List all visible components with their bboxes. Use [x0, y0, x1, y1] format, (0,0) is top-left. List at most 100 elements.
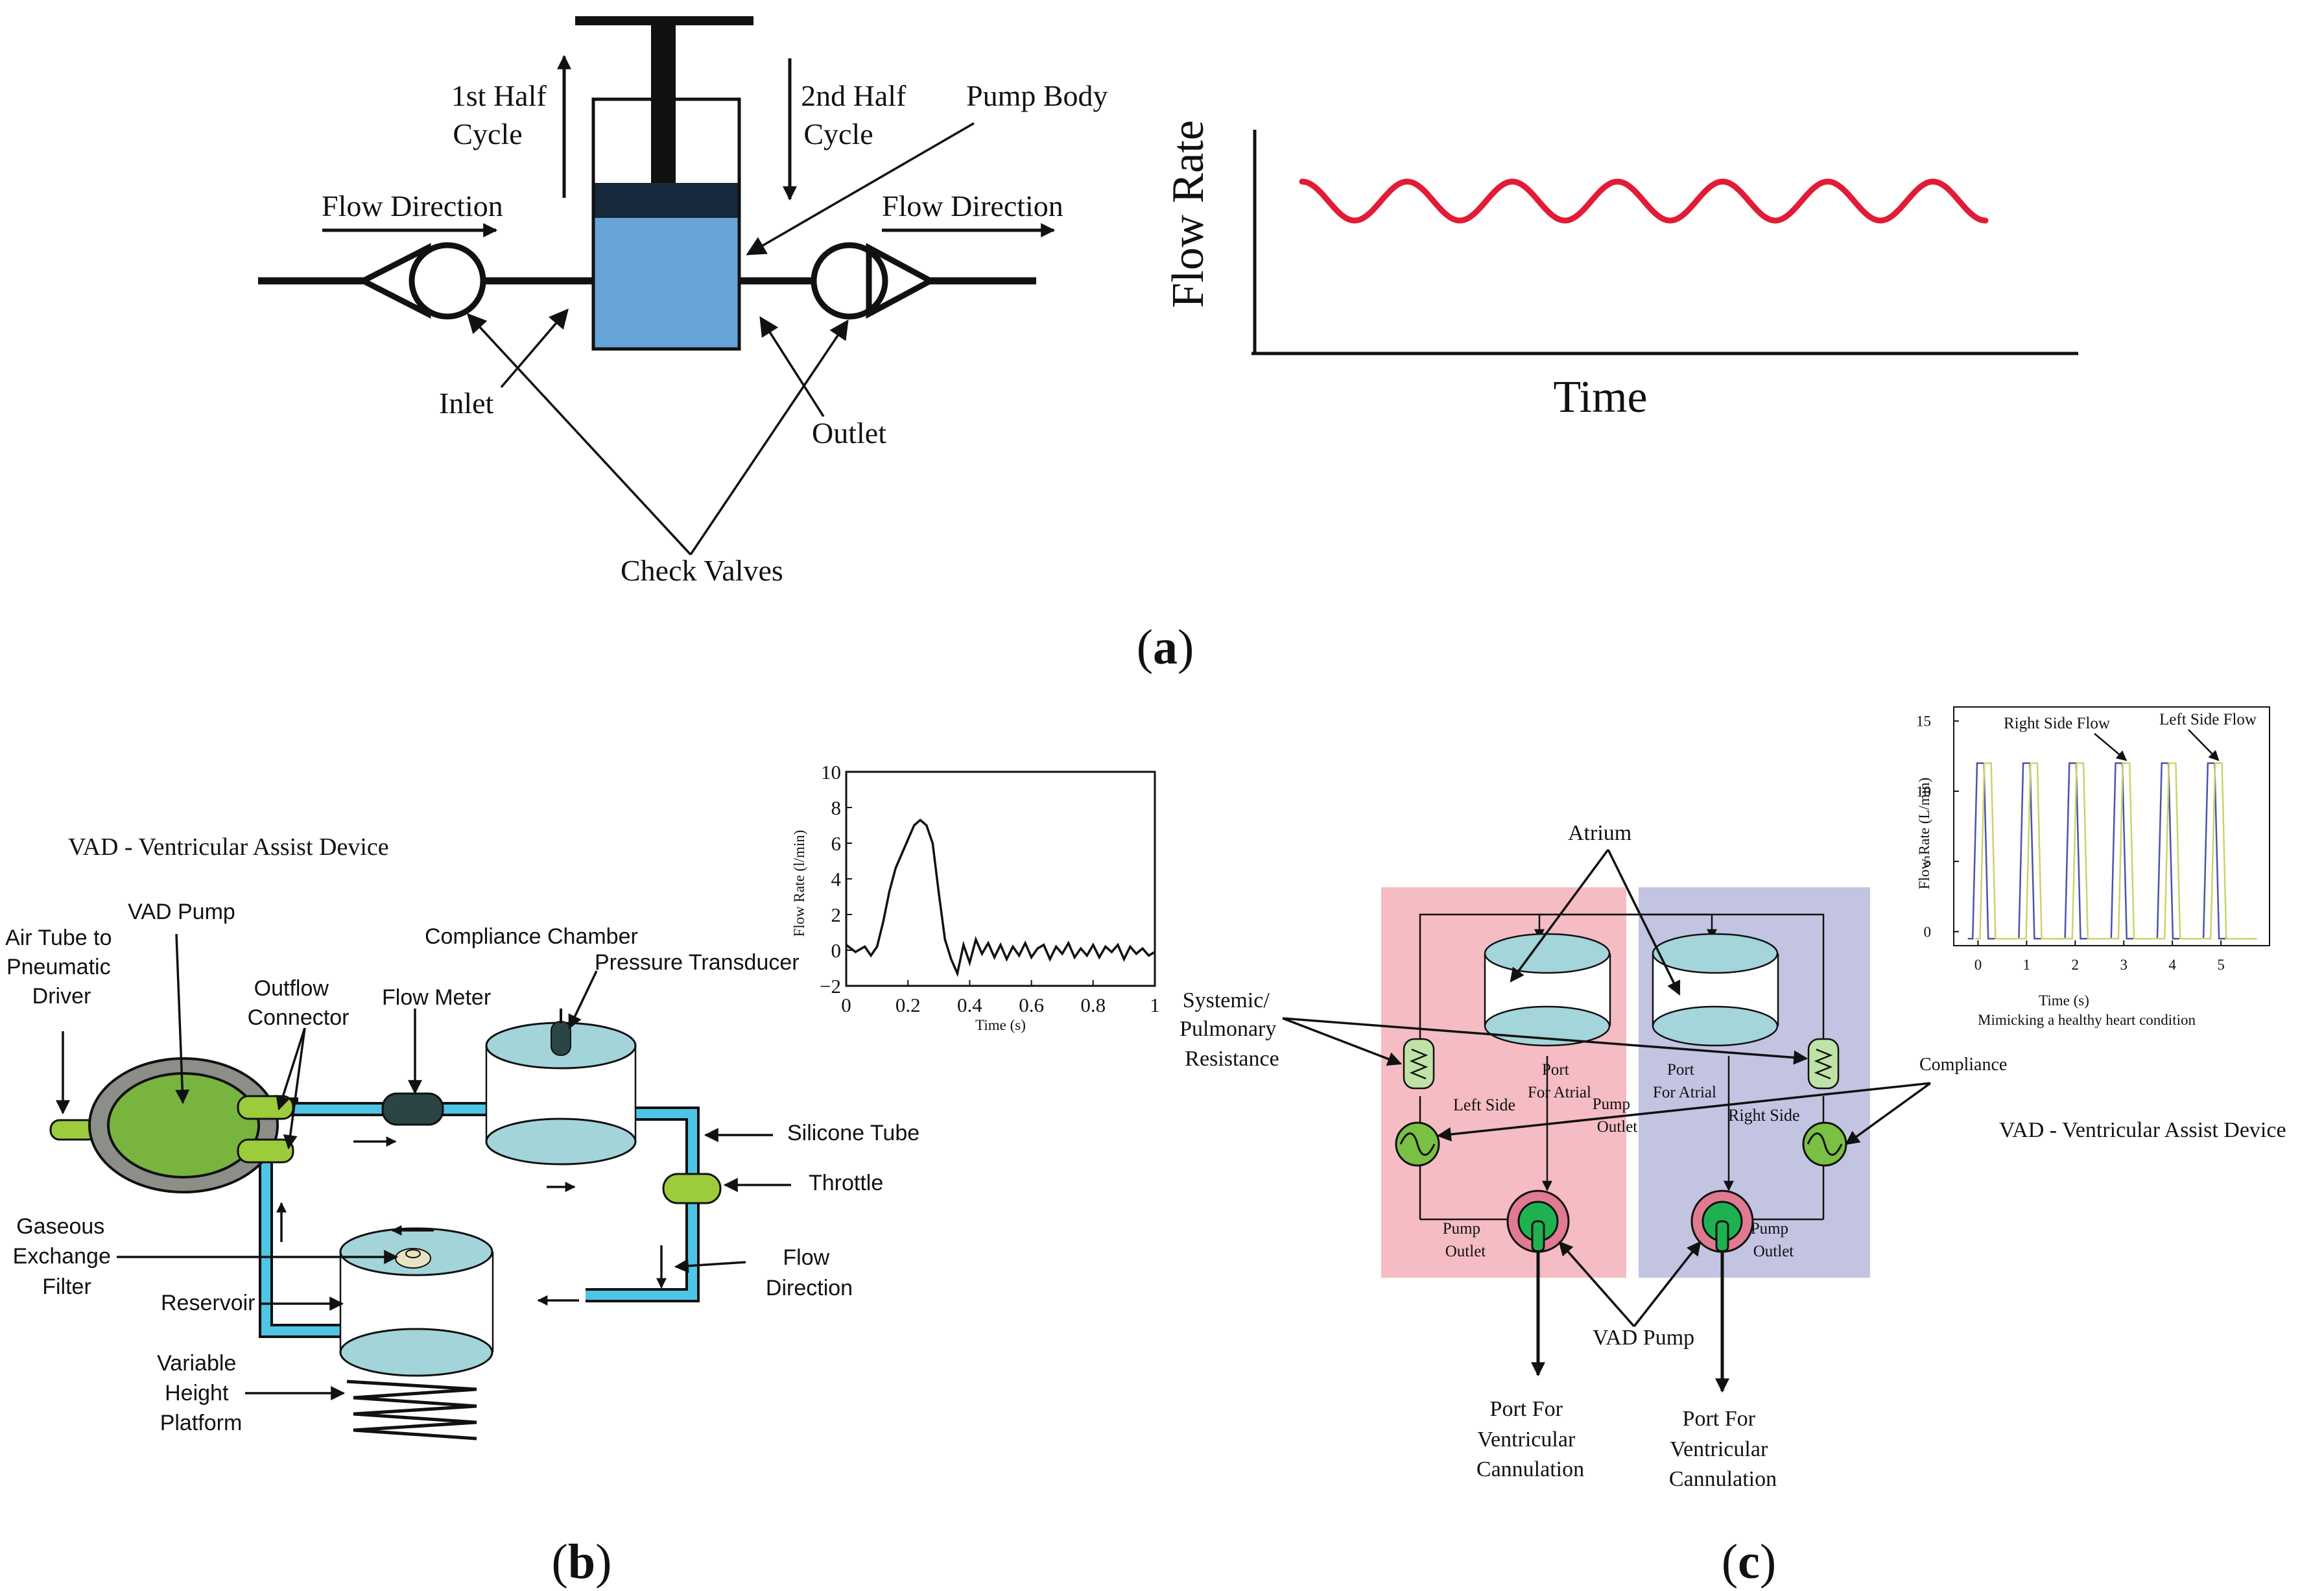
chart-c-xtick-label: 5 — [2217, 957, 2225, 973]
left-pump-outlet-label: Pump Outlet — [1443, 1220, 1486, 1260]
caption-a: (a) — [1137, 620, 1194, 675]
outflow-connector-label: Outflow Connector — [248, 976, 350, 1030]
chart-c-xtick-label: 4 — [2168, 957, 2176, 973]
chart-b-xtick-label: 0 — [841, 994, 851, 1016]
check-valve-arrow-2 — [689, 319, 849, 555]
systemic-resistance-label: Systemic/ Pulmonary Resistance — [1180, 988, 1282, 1071]
pressure-transducer-arrow — [568, 970, 598, 1029]
compliance-label: Compliance — [1919, 1055, 2007, 1075]
second-half-cycle-label: 2nd Half Cycle — [801, 79, 914, 150]
vad-pump-arrow-left — [1558, 1241, 1635, 1328]
reservoir — [339, 1227, 494, 1377]
chart-c-xtick-label: 2 — [2072, 957, 2080, 973]
chart-c-series-0 — [1967, 762, 2250, 940]
throttle-label: Throttle — [809, 1171, 883, 1195]
chart-c-frame — [1953, 706, 2270, 946]
chart-c-subtitle: Mimicking a healthy heart condition — [1978, 1012, 2196, 1028]
inlet-label: Inlet — [439, 387, 494, 420]
caption-c: (c) — [1722, 1535, 1776, 1589]
chart-b-xtick-label: 1 — [1150, 994, 1160, 1016]
chart-c-ytick-label: 10 — [1916, 784, 1931, 800]
vad-pump-arrow-right — [1633, 1241, 1702, 1328]
chart-c-ytick-label: 15 — [1916, 713, 1931, 730]
atrium-label: Atrium — [1568, 821, 1631, 845]
flow-meter — [381, 1092, 444, 1126]
chart-c-annotation-1: Left Side Flow — [2159, 711, 2257, 728]
vad-pump — [49, 1057, 294, 1193]
pump-body — [575, 16, 753, 351]
chart-b-xlabel: Time (s) — [975, 1017, 1026, 1033]
check-valves-label: Check Valves — [621, 554, 783, 587]
panel-b-title: VAD - Ventricular Assist Device — [68, 833, 389, 861]
outflow-connector-top — [237, 1095, 294, 1120]
flow-meter-label: Flow Meter — [382, 985, 491, 1010]
chart-b-xtick-label: 0.8 — [1080, 994, 1106, 1016]
chart-b-ytick-label: 8 — [831, 796, 842, 819]
chart-c-xlabel: Time (s) — [2039, 992, 2089, 1009]
variable-height-platform-label: Variable Height Platform — [157, 1351, 243, 1435]
atrium-arrow-right — [1607, 849, 1681, 996]
vad-pump-label-c: VAD Pump — [1593, 1326, 1694, 1350]
chart-c-xtick-label: 0 — [1974, 957, 1982, 973]
outflow-connector-bottom — [237, 1138, 294, 1164]
chart-b-xtick-label: 0.6 — [1019, 994, 1044, 1016]
reservoir-label: Reservoir — [161, 1291, 255, 1315]
flow-direction-label-left: Flow Direction — [322, 189, 503, 222]
pump-body-arrow — [746, 122, 975, 256]
left-vad-pump — [1506, 1190, 1570, 1253]
gaseous-exchange-filter-label: Gaseous Exchange Filter — [13, 1214, 117, 1299]
pressure-transducer — [551, 1021, 571, 1056]
chart-c-ylabel: Flow Rate (L/min) — [1916, 778, 1932, 889]
right-port-for-atrial-label: Port For Atrial — [1653, 1061, 1716, 1101]
chart-b-series — [845, 818, 1156, 977]
flow-direction-label: Flow Direction — [766, 1245, 853, 1300]
chart-b-ytick-label: 0 — [831, 939, 842, 962]
flow-direction-arrow — [674, 1258, 746, 1273]
left-port-for-atrial-label: Port For Atrial — [1528, 1061, 1591, 1101]
chart-b-ylabel: Flow Rate (l/min) — [791, 830, 807, 937]
upper-pump-outlet-label: Pump Outlet — [1593, 1095, 1638, 1136]
inlet-arrow — [500, 308, 569, 389]
right-ventricular-port-label: Port For Ventricular Cannulation — [1669, 1407, 1777, 1491]
compliance-arrow-right — [1845, 1082, 1932, 1145]
chart-c-ytick-label: 5 — [1924, 854, 1932, 870]
right-loop-top — [1534, 913, 1825, 1068]
left-side-label: Left Side — [1453, 1095, 1515, 1114]
outlet-arrow — [759, 316, 825, 417]
throttle — [662, 1173, 722, 1204]
caption-b: (b) — [552, 1535, 612, 1589]
outflow-connector-arrow-1 — [276, 1027, 306, 1111]
chart-a-xlabel: Time — [1553, 372, 1647, 422]
compliance-arrow-left — [1436, 1082, 1931, 1142]
right-vad-pump — [1690, 1190, 1754, 1253]
resistance-arrow-right — [1282, 1017, 1808, 1065]
inlet-check-valve — [357, 242, 486, 320]
atrium-arrow-left — [1510, 848, 1609, 983]
left-compliance — [1395, 1121, 1440, 1167]
chart-c-annotation-0: Right Side Flow — [2004, 715, 2110, 732]
chart-a-series — [1299, 178, 1989, 224]
air-tube-label: Air Tube to Pneumatic Driver — [5, 926, 118, 1009]
right-pump-outlet-label: Pump Outlet — [1751, 1220, 1794, 1260]
vad-pump-arrow — [175, 933, 190, 1105]
flow-direction-label-right: Flow Direction — [882, 189, 1063, 222]
panel-a-flow-chart: Flow Rate Time — [1163, 120, 2078, 422]
chart-b-ytick-label: 2 — [831, 903, 842, 926]
pump-body-label: Pump Body — [966, 79, 1108, 112]
right-resistance — [1807, 1038, 1840, 1090]
panel-a: 1st Half Cycle 2nd Half Cycle Pump Body … — [258, 16, 2078, 675]
compliance-chamber-label: Compliance Chamber — [425, 924, 638, 949]
chart-b-xtick-label: 0.2 — [895, 994, 921, 1016]
panel-c: Atrium Systemic/ Pulmonary Resistance Co… — [1180, 706, 2286, 1589]
chart-b-ytick-label: 10 — [821, 761, 841, 784]
chart-c-xtick-label: 3 — [2120, 957, 2128, 973]
chart-c-ytick-label: 0 — [1924, 924, 1932, 940]
piston-head — [593, 183, 739, 218]
silicone-tube-loop — [586, 1109, 697, 1300]
right-compliance — [1802, 1121, 1847, 1167]
chart-c-xtick-label: 1 — [2023, 957, 2031, 973]
compliance-chamber — [485, 1009, 637, 1166]
vad-pump-label: VAD Pump — [128, 900, 235, 924]
